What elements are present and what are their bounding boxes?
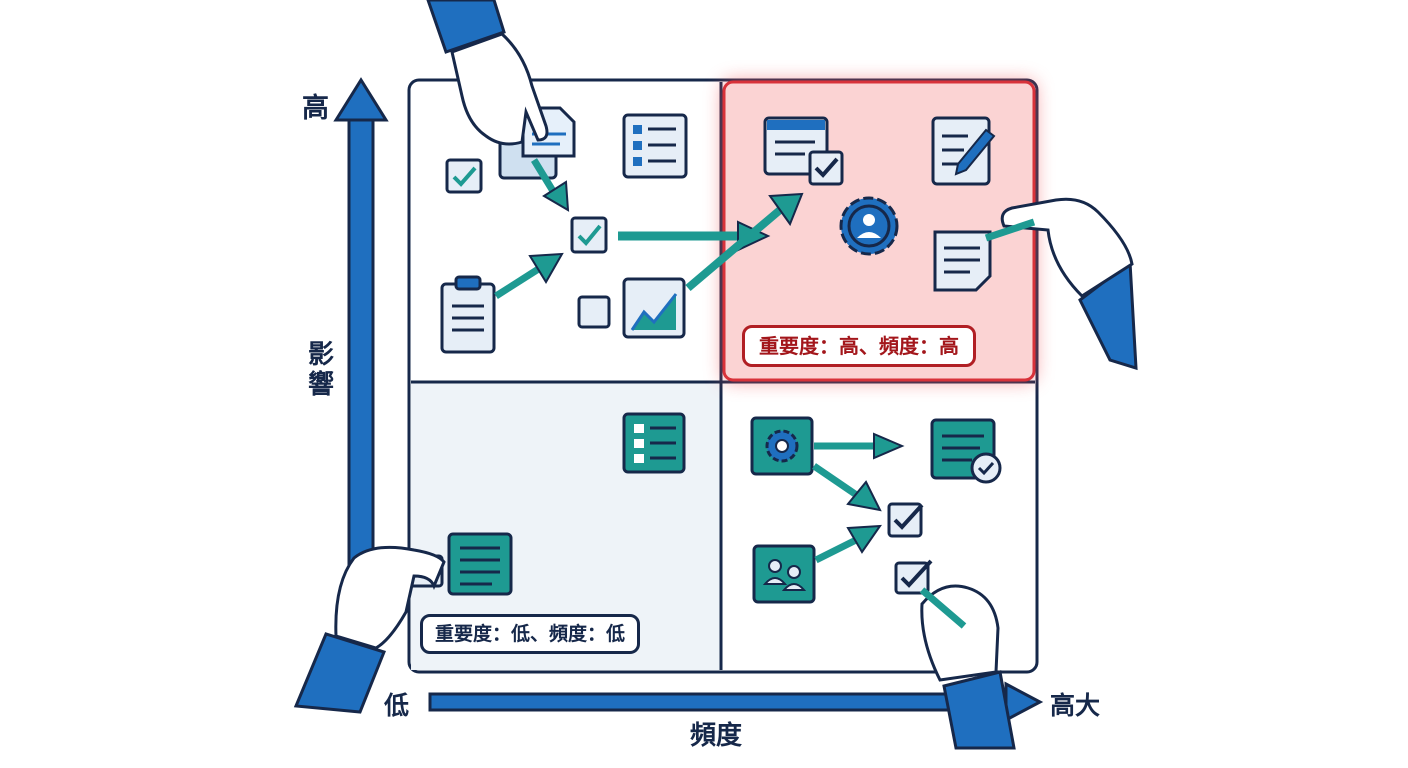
- gear-user-icon: [839, 196, 899, 256]
- hand-right-drawing: [984, 197, 1138, 371]
- hand-bottom-left: [293, 545, 446, 714]
- flow-arrow: [494, 252, 564, 299]
- quadrant-low-low-label: 重要度：低、頻度：低: [420, 614, 641, 654]
- x-axis-high-label: 高大: [1050, 691, 1101, 720]
- edit-document-icon: [931, 116, 996, 186]
- flow-arrow: [531, 158, 570, 212]
- users-icon: [752, 544, 816, 604]
- flow-arrow: [812, 463, 882, 512]
- x-axis-arrow: [428, 681, 1044, 723]
- checkbox-icon: [570, 216, 608, 254]
- browser-window-icon: [763, 116, 844, 186]
- flow-arrow: [685, 192, 804, 292]
- y-axis-high-label: 高: [302, 93, 329, 124]
- x-axis-title: 頻度: [690, 721, 743, 751]
- y-axis-title: 影響: [307, 340, 334, 400]
- checkbox-icon: [445, 158, 483, 194]
- gear-icon: [750, 416, 814, 476]
- flow-arrow: [814, 432, 905, 460]
- approved-document-icon: [930, 418, 1002, 484]
- clipboard-icon: [440, 275, 496, 354]
- y-axis-arrow: [333, 77, 389, 574]
- document-lines-icon: [447, 532, 513, 596]
- hand-top-pointing: [426, 0, 549, 146]
- hand-bottom-right-writing: [919, 584, 1016, 750]
- note-document-icon: [933, 230, 992, 292]
- quadrant-high-high-label: 重要度：高、頻度：高: [742, 325, 976, 367]
- list-icon: [622, 412, 686, 474]
- checkbox-icon: [894, 559, 933, 595]
- x-axis-low-label: 低: [384, 691, 410, 720]
- line-chart-icon: [622, 277, 686, 339]
- checkbox-icon: [887, 502, 924, 538]
- empty-checkbox-icon: [577, 295, 611, 329]
- checklist-icon: [622, 113, 688, 179]
- flow-arrow: [814, 524, 882, 564]
